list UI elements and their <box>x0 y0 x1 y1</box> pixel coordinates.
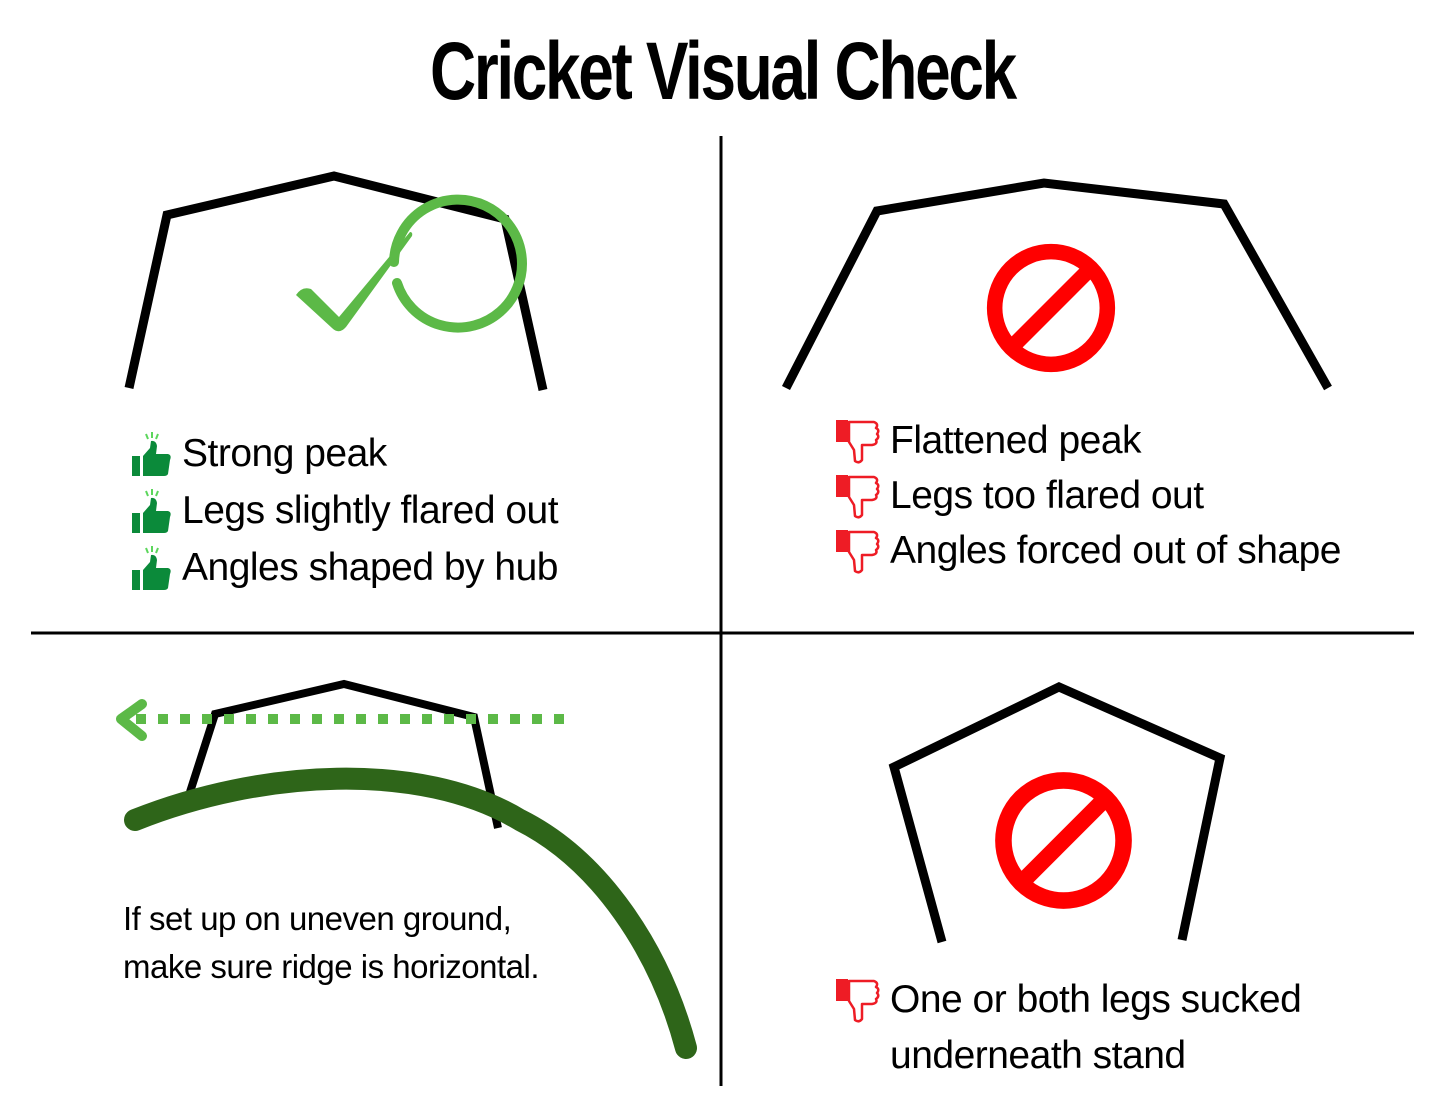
dashed-arrow-left-icon <box>116 699 565 741</box>
sucked-under-frame-shape <box>888 682 1226 944</box>
page-title: Cricket Visual Check <box>429 26 1017 117</box>
list-item: Angles shaped by hub <box>130 539 558 596</box>
thumbs-up-icon <box>132 545 171 590</box>
thumbs-up-icon <box>132 488 171 533</box>
good-checklist: Strong peak Legs slightly flared out Ang… <box>130 425 559 596</box>
list-item-label: Flattened peak <box>890 418 1142 462</box>
prohibited-icon <box>995 252 1108 365</box>
thumbs-down-icon <box>836 474 880 519</box>
prohibited-icon <box>1003 780 1123 900</box>
list-item-label: Angles shaped by hub <box>182 545 558 589</box>
bad-checklist-bottom: One or both legs sucked underneath stand <box>834 972 1302 1084</box>
bad-checklist: Flattened peak Legs too flared out Angle… <box>834 413 1341 578</box>
list-item-label: Legs slightly flared out <box>182 488 559 532</box>
ridge-frame-shape <box>186 679 502 829</box>
thumbs-down-icon <box>836 419 880 464</box>
note-line: If set up on uneven ground, <box>123 900 512 937</box>
list-item: Angles forced out of shape <box>834 523 1341 578</box>
list-item-label: One or both legs sucked <box>890 978 1302 1021</box>
thumbs-down-icon <box>836 529 880 574</box>
thumbs-down-icon <box>836 979 880 1023</box>
list-item: Flattened peak <box>834 413 1341 468</box>
list-item-label: Angles forced out of shape <box>890 528 1341 572</box>
uneven-ground-curve <box>124 767 697 1059</box>
note-line: make sure ridge is horizontal. <box>123 948 540 985</box>
flattened-frame-shape <box>781 178 1332 391</box>
list-item-continuation: underneath stand <box>834 1028 1301 1084</box>
list-item-label: underneath stand <box>890 1034 1186 1077</box>
thumbs-up-icon <box>132 431 171 476</box>
list-item: One or both legs sucked <box>834 972 1302 1028</box>
list-item-label: Strong peak <box>182 431 387 475</box>
list-item: Legs too flared out <box>834 468 1341 523</box>
check-circle-icon <box>296 194 527 333</box>
list-item: Strong peak <box>130 425 558 482</box>
list-item: Legs slightly flared out <box>130 482 559 539</box>
uneven-ground-note: If set up on uneven ground, make sure ri… <box>123 895 540 991</box>
list-item-label: Legs too flared out <box>890 473 1204 517</box>
